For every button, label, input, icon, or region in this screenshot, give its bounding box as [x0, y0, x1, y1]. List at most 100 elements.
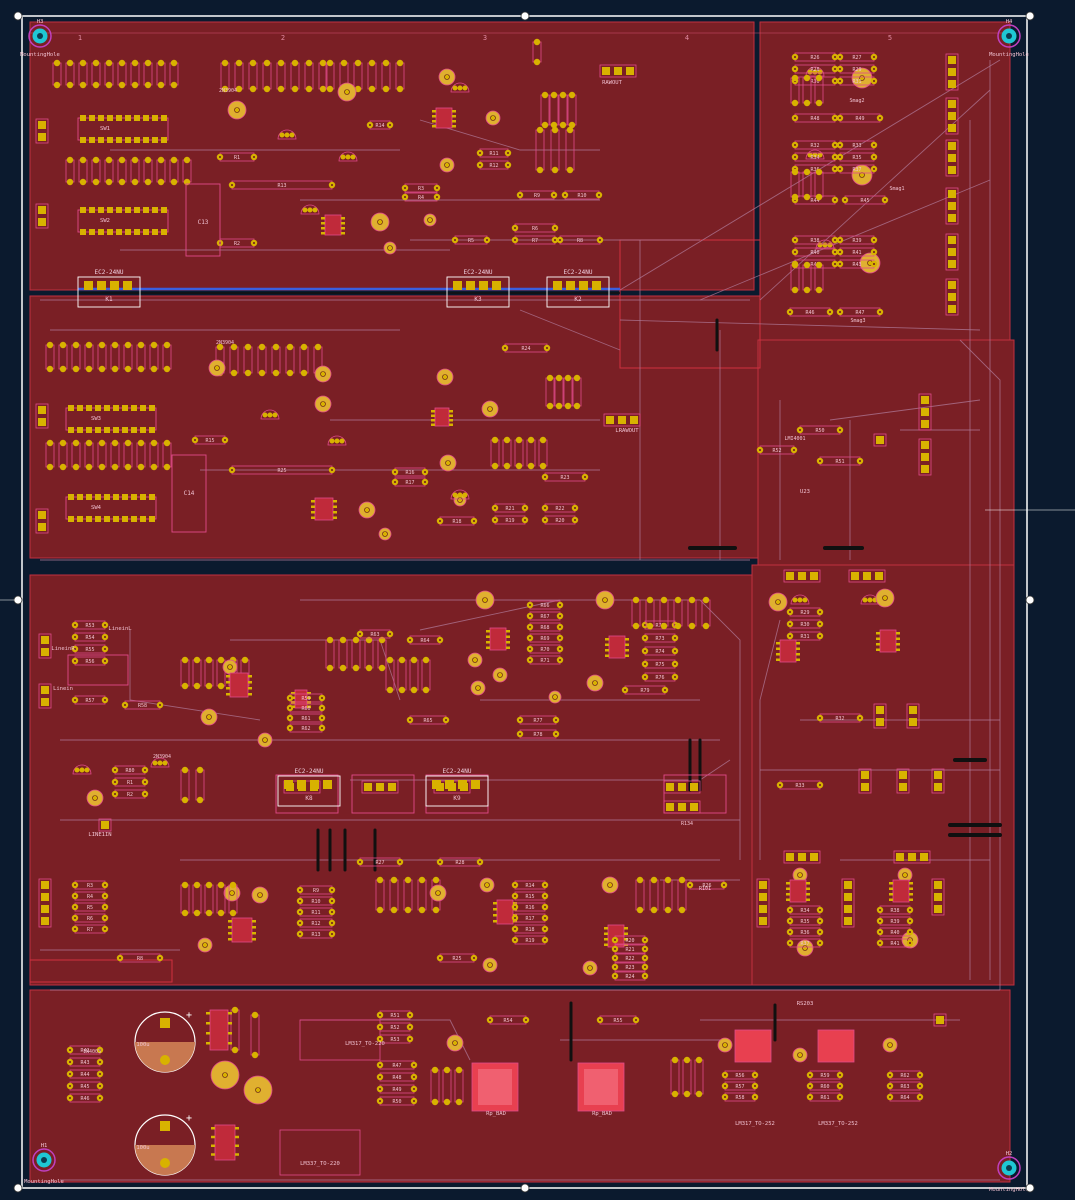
- resistor-ref: R61: [301, 716, 310, 722]
- resistor: R29: [836, 64, 878, 74]
- resistor: [130, 156, 140, 186]
- resistor-ref: R38: [810, 238, 819, 244]
- resistor: R60: [806, 1081, 844, 1091]
- resistor: R6: [71, 913, 109, 923]
- electrolytic-capacitor: [251, 886, 269, 904]
- resistor-ref: R74: [655, 649, 664, 655]
- trace: [759, 619, 781, 860]
- resistor: [682, 1056, 692, 1098]
- connector-j9: LineinL: [108, 626, 132, 632]
- resistor: R55: [71, 644, 109, 654]
- resistor-ref: R65: [423, 718, 432, 724]
- resistor: R20: [611, 935, 649, 945]
- resistor: R25: [436, 953, 478, 963]
- resistor-ref: R19: [505, 518, 514, 524]
- resistor-ref: R46: [80, 1096, 89, 1102]
- resistor: R2: [111, 789, 149, 799]
- resistor-ref: R35: [800, 919, 809, 925]
- resistor: R12: [476, 160, 512, 170]
- electrolytic-capacitor: [582, 960, 598, 976]
- relay-body: [275, 774, 339, 814]
- resistor: [814, 168, 824, 201]
- resistor: R10: [296, 896, 336, 906]
- resistor: R33: [836, 140, 878, 150]
- resistor: R79: [621, 685, 669, 695]
- resize-handle[interactable]: [520, 11, 530, 21]
- connector-label: Linein: [53, 686, 73, 692]
- resistor: R45: [841, 195, 889, 205]
- mounting-hole-label: MountingHole: [989, 1187, 1029, 1193]
- resistor: R34: [786, 905, 824, 915]
- resistor: [110, 341, 120, 373]
- electrolytic-capacitor: [475, 590, 495, 610]
- resize-handle[interactable]: [13, 1183, 23, 1193]
- resistor-ref: R7: [87, 927, 93, 933]
- resistor: [802, 168, 812, 201]
- resistor-ref: R15: [205, 438, 214, 444]
- component-label: LMI4001: [784, 436, 805, 442]
- resistor: [417, 876, 427, 914]
- transistor: [790, 594, 810, 605]
- relay-label: EC2-24NU: [564, 269, 593, 276]
- resistor: [228, 881, 238, 917]
- resistor: [45, 341, 55, 373]
- electrolytic-capacitor: [717, 1037, 733, 1053]
- resistor-ref: R35: [852, 155, 861, 161]
- mounting-hole-ref: H2: [1006, 1151, 1013, 1157]
- resistor-ref: R33: [795, 783, 804, 789]
- resistor-ref: R49: [855, 116, 864, 122]
- resize-handle[interactable]: [13, 11, 23, 21]
- transistor: [300, 204, 320, 215]
- connector-label: LRAWOUT: [615, 428, 639, 434]
- resistor-ref: R26: [810, 55, 819, 61]
- resistor: R7: [71, 924, 109, 934]
- resistor-ref: R57: [735, 1084, 744, 1090]
- resistor: R46: [786, 307, 834, 317]
- resistor: [395, 59, 405, 93]
- resistor: R48: [791, 113, 839, 123]
- resize-handle[interactable]: [1025, 11, 1035, 21]
- resistor: [257, 343, 267, 377]
- labeled-features: EC2-24NUK1EC2-24NUK3EC2-24NUK2EC2-24NUK8…: [51, 80, 905, 1176]
- resistor: R27: [836, 52, 878, 62]
- resistor-ref: R50: [815, 428, 824, 434]
- resistor-ref: R41: [890, 941, 899, 947]
- resistor: R52: [376, 1022, 414, 1032]
- resistor: [123, 439, 133, 471]
- resistor-ref: R55: [85, 647, 94, 653]
- resize-handle[interactable]: [1025, 1183, 1035, 1193]
- electrolytic-capacitor: [446, 1034, 464, 1052]
- selection-handles[interactable]: [0, 11, 1075, 1193]
- resistor-ref: R22: [555, 506, 564, 512]
- resistor-ref: R15: [525, 894, 534, 900]
- zone-strip: [29, 959, 173, 983]
- connector-j8: LRAWOUT: [615, 428, 639, 434]
- resize-handle[interactable]: [520, 1183, 530, 1193]
- resistor: R9: [516, 190, 558, 200]
- resistor: [701, 596, 711, 630]
- resistor-ref: R6: [532, 226, 538, 232]
- resistor-ref: R41: [852, 250, 861, 256]
- resize-handle[interactable]: [1025, 595, 1035, 605]
- resistor: [814, 261, 824, 294]
- trace: [419, 119, 600, 151]
- resistor: R10: [561, 190, 603, 200]
- resistor-ref: R79: [640, 688, 649, 694]
- resistor: R41: [836, 247, 878, 257]
- connector-j6: LineinR: [51, 646, 75, 652]
- resistor: [136, 341, 146, 373]
- resistor: [180, 656, 190, 690]
- resistor: [338, 636, 348, 672]
- resistor: [790, 168, 800, 201]
- resistor: R62: [886, 1070, 924, 1080]
- resistor-ref: R66: [540, 603, 549, 609]
- ic-ref: SW4: [91, 505, 102, 511]
- electrolytic-capacitor: [227, 100, 247, 120]
- capacitor-value: 100u: [136, 1042, 149, 1048]
- smd-ic: [605, 635, 629, 659]
- header-pins: [35, 203, 49, 229]
